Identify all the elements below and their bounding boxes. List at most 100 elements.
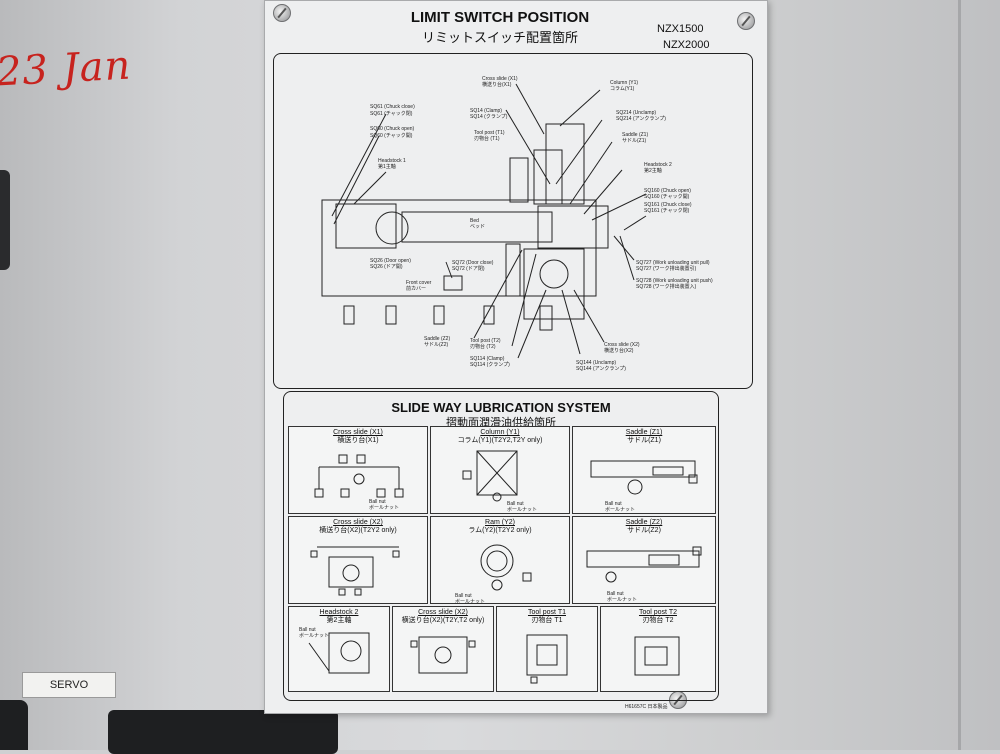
cell-drawing [310, 546, 400, 596]
cell-title: Saddle (Z2) [625, 519, 663, 526]
label-tool-post-t1: Tool post (T1) [474, 130, 505, 136]
handwritten-date: 23 Jan [0, 42, 133, 96]
label-saddle-z1-jp: サドル(Z1) [622, 138, 647, 144]
cell-title-jp: 刃物台 T2 [642, 617, 674, 624]
cell-title-jp: 横送り台(X2)(T2Y,T2 only) [401, 617, 485, 624]
label-sq26-jp: SQ26 (ドア開) [370, 264, 403, 270]
cell-drawing [526, 634, 568, 684]
label-cross-slide-x1: Cross slide (X1) [482, 76, 518, 82]
cell-drawing [308, 632, 370, 674]
lubrication-title: SLIDE WAY LUBRICATION SYSTEM [391, 400, 611, 415]
label-headstock-2-jp: 第2主軸 [644, 168, 662, 174]
label-sq727: SQ727 (Work unloading unit pull) [636, 260, 710, 266]
limit-switch-title-jp: リミットスイッチ配置箇所 [421, 30, 578, 45]
label-sq60-jp: SQ60 (チャック開) [370, 133, 413, 139]
cell-title-jp: ラム(Y2)(T2Y2 only) [468, 527, 532, 534]
label-headstock-1-jp: 第1主軸 [378, 164, 396, 170]
cell-title-jp: 横送り台(X2)(T2Y2 only) [319, 527, 397, 534]
screw-icon [273, 4, 291, 22]
label-sq160: SQ160 (Chuck open) [644, 188, 691, 194]
cell-drawing [590, 460, 698, 495]
lube-cell-tool-post-t2: Tool post T2 刃物台 T2 [600, 606, 716, 692]
cell-title: Cross slide (X1) [333, 429, 383, 436]
label-column-y1: Column (Y1) [610, 80, 639, 86]
label-sq160-jp: SQ160 (チャック開) [644, 194, 690, 200]
label-front-cover: Front cover [406, 280, 432, 286]
servo-label: SERVO [22, 672, 116, 698]
cell-title-jp: 刃物台 T1 [531, 617, 563, 624]
cell-drawing [586, 546, 702, 583]
cell-nut-jp: ボールナット [607, 597, 638, 603]
label-front-cover-jp: 前カバー [406, 286, 427, 292]
lubrication-frame: SLIDE WAY LUBRICATION SYSTEM 摺動面潤滑油供給箇所 … [283, 391, 719, 701]
limit-switch-title: LIMIT SWITCH POSITION [410, 9, 590, 26]
bottom-connector [108, 710, 338, 754]
label-sq14: SQ14 (Clamp) [470, 108, 502, 114]
cell-title: Cross slide (X2) [333, 519, 383, 526]
info-plate: LIMIT SWITCH POSITION リミットスイッチ配置箇所 NZX15… [264, 0, 768, 714]
cell-title: Column (Y1) [480, 429, 520, 436]
label-tool-post-t2-jp: 刃物台 (T2) [470, 344, 496, 350]
label-bed: Bed [470, 218, 479, 224]
label-sq214: SQ214 (Unclamp) [616, 110, 657, 116]
door-latch [0, 170, 10, 270]
cell-nut: Ball nut [455, 593, 472, 599]
label-sq61-jp: SQ61 (チャック閉) [370, 111, 413, 117]
cell-nut-jp: ボールナット [299, 633, 330, 639]
lube-cell-column-y1: Column (Y1) コラム(Y1)(T2Y2,T2Y only) Ball … [430, 426, 570, 514]
label-sq14-jp: SQ14 (クランプ) [470, 114, 508, 120]
lathe-drawing [321, 83, 647, 359]
cell-title-jp: サドル(Z1) [627, 437, 661, 444]
cell-nut: Ball nut [607, 591, 624, 597]
cell-drawing [314, 454, 404, 498]
label-sq727-jp: SQ727 (ワーク排出装置引) [636, 266, 697, 272]
label-sq161: SQ161 (Chuck close) [644, 202, 692, 208]
lube-cell-cross-slide-x2: Cross slide (X2) 横送り台(X2)(T2Y2 only) [288, 516, 428, 604]
cell-nut: Ball nut [507, 501, 524, 507]
label-sq728: SQ728 (Work unloading unit push) [636, 278, 713, 284]
limit-switch-diagram-frame: Cross slide (X1) 横送り台(X1) Column (Y1) コラ… [273, 53, 753, 389]
label-cross-slide-x2: Cross slide (X2) [604, 342, 640, 348]
cell-title: Tool post T1 [527, 609, 566, 616]
label-cross-slide-x1-jp: 横送り台(X1) [482, 82, 512, 88]
label-sq161-jp: SQ161 (チャック閉) [644, 208, 690, 214]
cell-nut-jp: ボールナット [507, 507, 538, 513]
cell-nut-jp: ボールナット [369, 505, 400, 511]
lube-cell-cross-slide-x1: Cross slide (X1) 横送り台(X1) Ball nut ボールナッ… [288, 426, 428, 514]
screw-icon [737, 12, 755, 30]
label-sq72: SQ72 (Door close) [452, 260, 494, 266]
cell-title-jp: 第2主軸 [326, 617, 352, 624]
cell-title: Cross slide (X2) [418, 609, 468, 616]
model-nzx1500: NZX1500 [657, 23, 704, 35]
label-tool-post-t2: Tool post (T2) [470, 338, 501, 344]
label-column-y1-jp: コラム(Y1) [610, 86, 635, 92]
label-sq114: SQ114 (Clamp) [470, 356, 505, 362]
cell-title-jp: 横送り台(X1) [337, 437, 379, 444]
label-headstock-1: Headstock 1 [378, 158, 406, 164]
lube-cell-cross-slide-x2-t2: Cross slide (X2) 横送り台(X2)(T2Y,T2 only) [392, 606, 494, 692]
label-sq61: SQ61 (Chuck close) [370, 104, 415, 110]
lube-cell-tool-post-t1: Tool post T1 刃物台 T1 [496, 606, 598, 692]
label-sq114-jp: SQ114 (クランプ) [470, 362, 510, 368]
lube-cell-ram-y2: Ram (Y2) ラム(Y2)(T2Y2 only) Ball nut ボールナ… [430, 516, 570, 605]
lube-cell-saddle-z1: Saddle (Z1) サドル(Z1) Ball nut ボールナット [572, 426, 716, 514]
cell-title: Headstock 2 [319, 609, 359, 616]
label-sq72-jp: SQ72 (ドア閉) [452, 266, 485, 272]
lube-cell-saddle-z2: Saddle (Z2) サドル(Z2) Ball nut ボールナット [572, 516, 716, 604]
cell-drawing [410, 636, 476, 674]
label-sq214-jp: SQ214 (アンクランプ) [616, 116, 666, 122]
cell-nut-jp: ボールナット [455, 599, 486, 605]
label-headstock-2: Headstock 2 [644, 162, 672, 168]
label-saddle-z2: Saddle (Z2) [424, 336, 451, 342]
cell-drawing [480, 544, 532, 591]
label-sq60: SQ60 (Chuck open) [370, 126, 415, 132]
cell-drawing [634, 636, 680, 676]
lube-cell-headstock-2: Headstock 2 第2主軸 Ball nut ボールナット [288, 606, 390, 692]
label-saddle-z2-jp: サドル(Z2) [424, 342, 449, 348]
bottom-left-bracket [0, 700, 28, 750]
plate-part-number: H61657C 日本製品 [625, 704, 668, 710]
cell-nut: Ball nut [369, 499, 386, 505]
label-bed-jp: ベッド [470, 224, 486, 230]
model-nzx2000: NZX2000 [663, 39, 710, 51]
label-sq728-jp: SQ728 (ワーク排出装置入) [636, 284, 697, 290]
